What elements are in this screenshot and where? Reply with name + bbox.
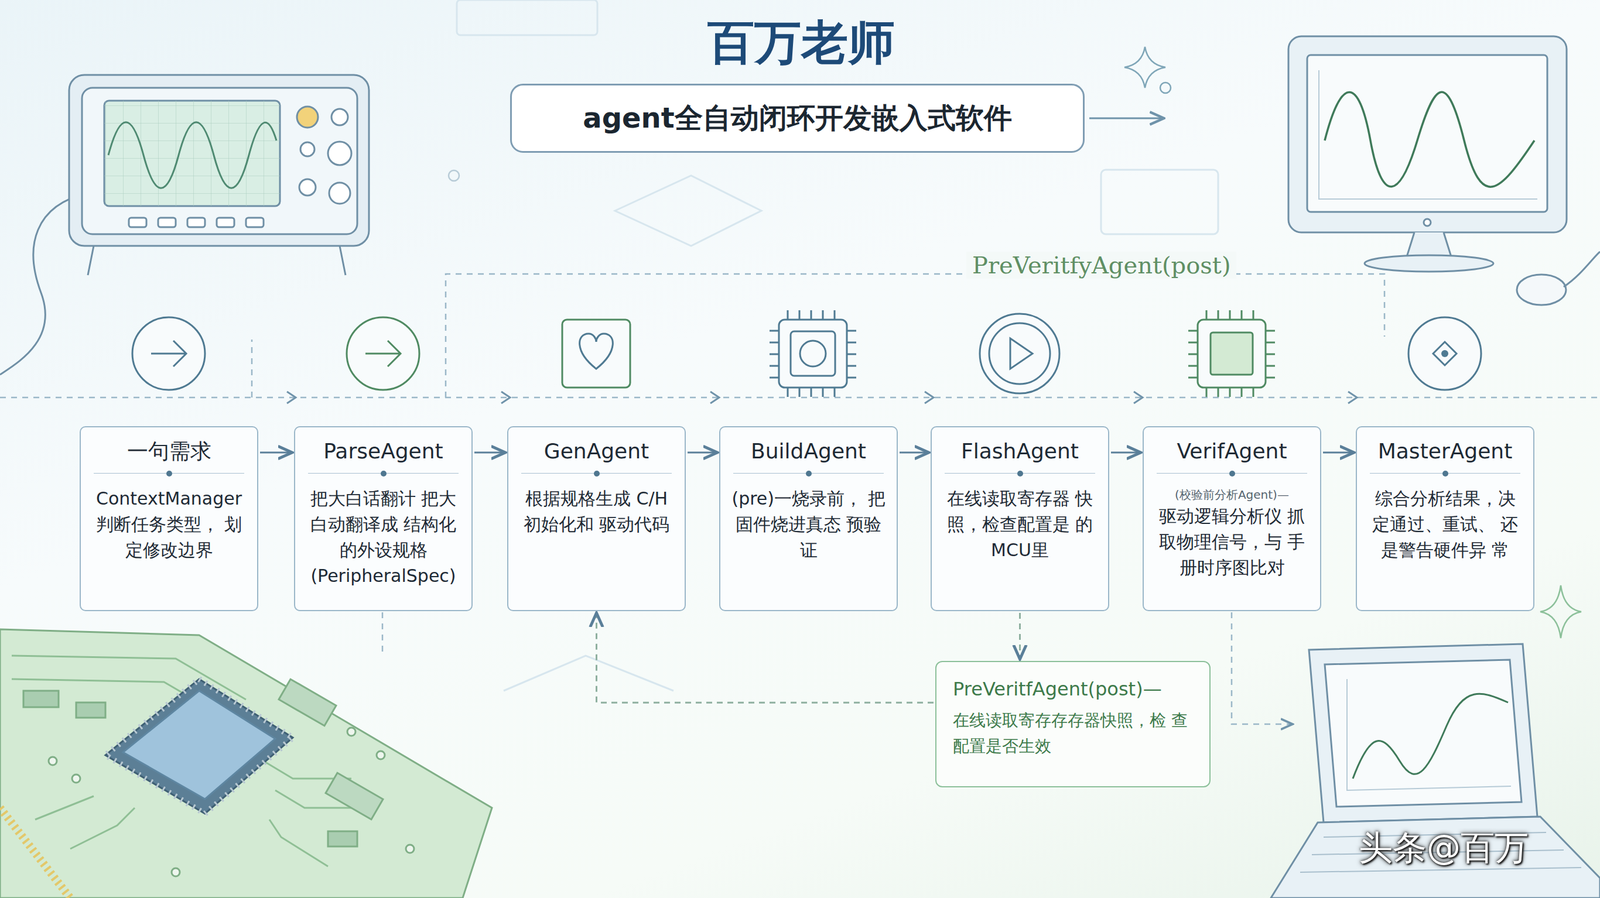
flow-arrow <box>687 452 718 454</box>
heading-divider <box>93 467 245 481</box>
box-heading: ParseAgent <box>303 436 464 467</box>
flow-arrow <box>474 452 506 454</box>
box-body: 根据规格生成 C/H初始化和 驱动代码 <box>516 486 677 538</box>
flow-arrow <box>1110 452 1141 454</box>
process-box: BuildAgent (pre)一烧录前， 把固件烧进真态 预验证 <box>719 426 898 612</box>
box-heading: VerifAgent <box>1151 436 1312 467</box>
subtitle-text: agent全自动闭环开发嵌入式软件 <box>582 99 1012 138</box>
box-body: ContextManager 判断任务类型， 划定修改边界 <box>89 486 249 564</box>
flow-arrow <box>260 452 293 454</box>
box-heading: GenAgent <box>516 436 677 467</box>
watermark: 头条@百万 <box>1358 825 1529 872</box>
note-box: PreVeritfAgent(post)— 在线读取寄存存存器快照，检 查配置是否… <box>935 661 1211 788</box>
box-body: 综合分析结果，决 定通过、重试、 还是警告硬件异 常 <box>1365 486 1526 564</box>
process-box: VerifAgent (校验前分析Agent)—驱动逻辑分析仪 抓取物理信号，与 … <box>1142 426 1322 612</box>
diagram-title: 百万老师 <box>566 11 1036 75</box>
box-heading: FlashAgent <box>939 436 1100 467</box>
process-box: MasterAgent 综合分析结果，决 定通过、重试、 还是警告硬件异 常 <box>1355 426 1535 612</box>
heading-divider <box>733 467 884 481</box>
heading-divider <box>1156 467 1308 481</box>
process-box: ParseAgent 把大白话翻计 把大白动翻译成 结构化的外设规格 (Perip… <box>293 426 473 612</box>
box-heading: MasterAgent <box>1365 436 1526 467</box>
flow-arrow <box>899 452 929 454</box>
heading-divider <box>1369 467 1521 481</box>
laptop <box>1270 644 1600 898</box>
box-body: 在线读取寄存器 快照，检查配置是 的MCU里 <box>939 486 1100 564</box>
flow-arrow <box>596 613 935 703</box>
note-heading: PreVeritfAgent(post)— <box>952 675 1193 704</box>
note-body: 在线读取寄存存存器快照，检 查配置是否生效 <box>952 708 1193 760</box>
box-heading: 一句需求 <box>89 436 249 467</box>
subtitle-box: agent全自动闭环开发嵌入式软件 <box>510 83 1085 153</box>
box-heading: BuildAgent <box>728 436 889 467</box>
monitor <box>1288 36 1600 306</box>
box-body: 把大白话翻计 把大白动翻译成 结构化的外设规格 (PeripheralSpec) <box>303 486 464 590</box>
loop-label: PreVeritfyAgent(post) <box>966 251 1237 279</box>
process-box: GenAgent 根据规格生成 C/H初始化和 驱动代码 <box>507 426 686 612</box>
heading-divider <box>944 467 1096 481</box>
box-body: (pre)一烧录前， 把固件烧进真态 预验证 <box>728 486 889 564</box>
flow-arrow <box>1322 452 1355 454</box>
pcb-board <box>0 629 492 898</box>
flow-arrow <box>1019 613 1021 660</box>
process-box: 一句需求 ContextManager 判断任务类型， 划定修改边界 <box>79 426 259 612</box>
heading-divider <box>521 467 672 481</box>
box-note: (校验前分析Agent)— <box>1151 486 1312 504</box>
heading-divider <box>308 467 459 481</box>
box-body: 驱动逻辑分析仪 抓取物理信号，与 手册时序图比对 <box>1151 503 1312 581</box>
process-box: FlashAgent 在线读取寄存器 快照，检查配置是 的MCU里 <box>930 426 1110 612</box>
